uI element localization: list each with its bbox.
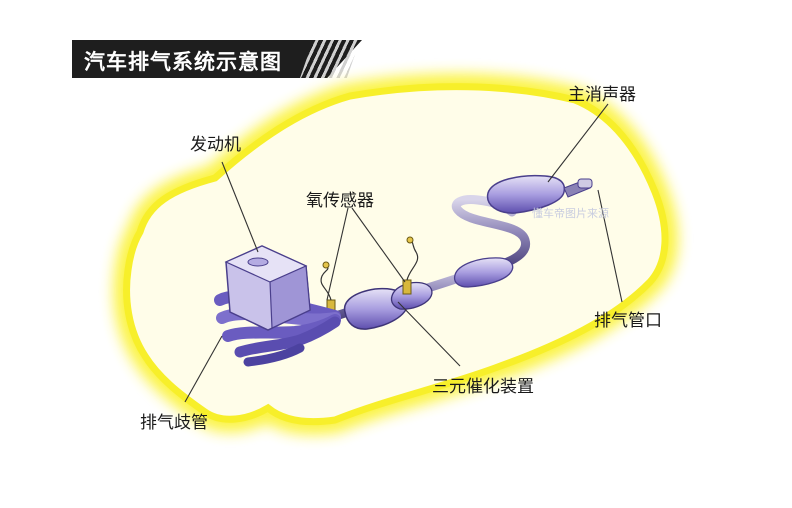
label-catalytic-converter: 三元催化装置 — [432, 377, 534, 397]
leader-tailpipe — [597, 189, 623, 303]
leader-main-muffler — [547, 103, 609, 183]
leader-lines — [184, 103, 623, 403]
oxygen-sensor-rear — [402, 236, 419, 295]
label-main-muffler: 主消声器 — [568, 85, 636, 105]
label-engine: 发动机 — [190, 135, 241, 155]
label-exhaust-manifold: 排气歧管 — [140, 413, 208, 433]
leader-catalytic-converter — [397, 301, 461, 367]
tailpipe — [577, 178, 593, 189]
leader-oxygen-sensor-rear — [351, 207, 406, 283]
engine-block — [224, 245, 311, 331]
leader-exhaust-manifold — [184, 335, 223, 403]
label-tailpipe: 排气管口 — [594, 311, 662, 331]
leader-engine — [221, 161, 259, 253]
diagram-title: 汽车排气系统示意图 — [84, 50, 282, 74]
watermark-text: 懂车帝图片来源 — [532, 207, 609, 220]
resonator — [453, 257, 514, 288]
catalytic-converter — [343, 281, 433, 330]
label-oxygen-sensor: 氧传感器 — [306, 191, 374, 211]
leader-oxygen-sensor-front — [326, 207, 349, 301]
